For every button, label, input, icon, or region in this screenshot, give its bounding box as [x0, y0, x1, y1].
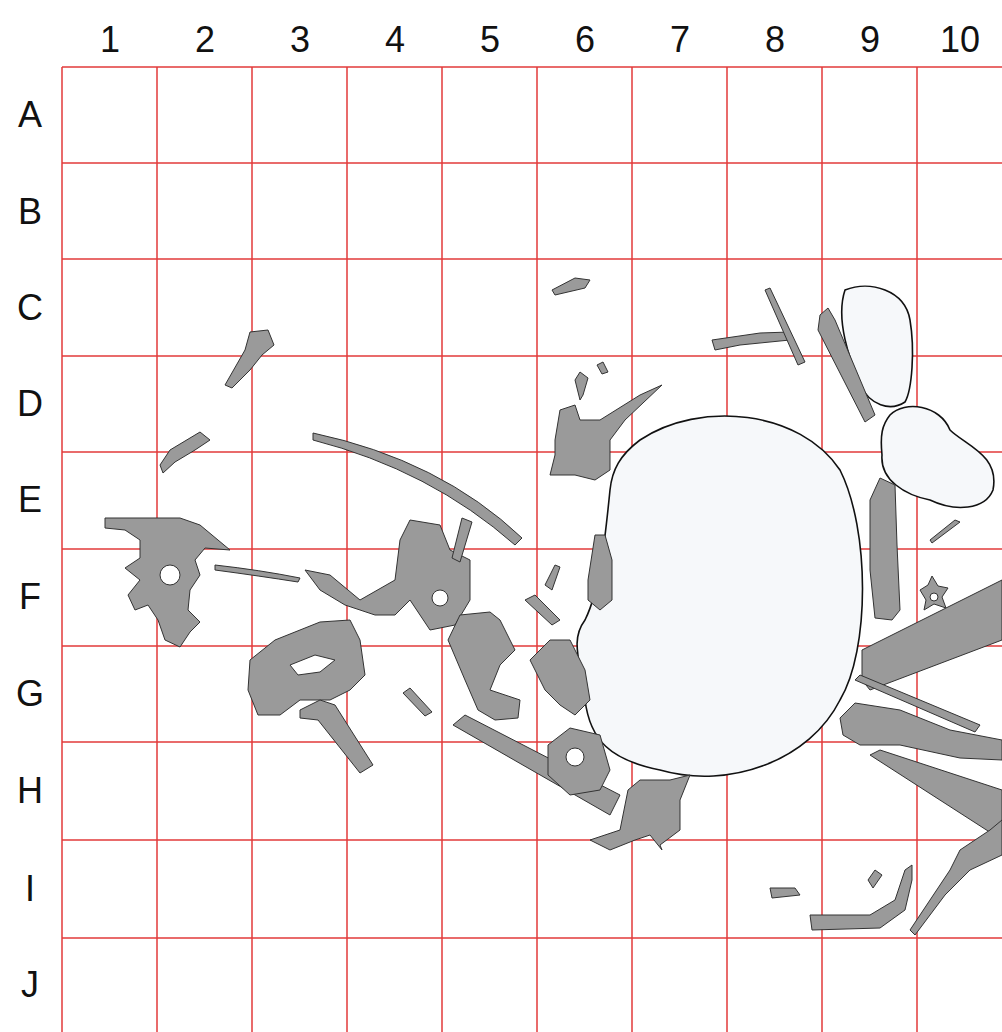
row-letter: D: [17, 386, 43, 422]
column-number: 1: [100, 22, 120, 58]
column-number: 2: [195, 22, 215, 58]
column-number: 9: [860, 22, 880, 58]
row-letter: C: [17, 290, 43, 326]
concretions: [577, 286, 994, 776]
bones: [105, 278, 1002, 935]
row-letter: A: [18, 97, 42, 133]
row-letter: F: [19, 579, 41, 615]
row-letter: G: [16, 676, 44, 712]
row-letter: B: [18, 194, 42, 230]
column-number: 3: [290, 22, 310, 58]
row-letter: I: [25, 871, 35, 907]
bone-holes: [160, 565, 938, 766]
column-number: 5: [480, 22, 500, 58]
row-letter: H: [17, 773, 43, 809]
grid: [62, 67, 1002, 1032]
column-number: 4: [385, 22, 405, 58]
column-number: 10: [940, 22, 980, 58]
row-letter: E: [18, 482, 42, 518]
column-number: 8: [765, 22, 785, 58]
row-letter: J: [21, 967, 39, 1003]
column-number: 7: [670, 22, 690, 58]
column-number: 6: [575, 22, 595, 58]
